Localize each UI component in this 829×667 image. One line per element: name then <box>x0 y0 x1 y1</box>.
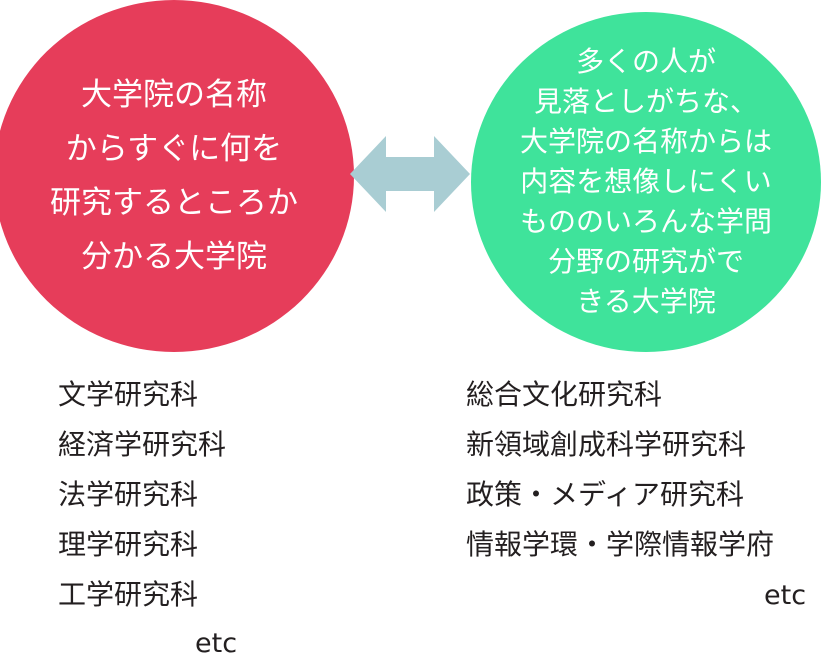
list-item: 法学研究科 <box>58 478 199 511</box>
right-etc-label: etc <box>764 580 807 611</box>
right-circle-line: もののいろんな学問 <box>519 205 772 238</box>
list-item: 新領域創成科学研究科 <box>466 428 747 461</box>
right-circle-line: きる大学院 <box>576 285 716 318</box>
list-item: 工学研究科 <box>58 578 199 611</box>
right-circle-line: 多くの人が <box>575 45 716 78</box>
right-circle-line: 分野の研究がで <box>547 245 744 278</box>
right-school-list: 総合文化研究科 新領域創成科学研究科 政策・メディア研究科 情報学環・学際情報学… <box>466 372 774 572</box>
left-school-list: 文学研究科 経済学研究科 法学研究科 理学研究科 工学研究科 <box>58 372 226 622</box>
double-arrow-icon <box>350 136 470 212</box>
list-item: 理学研究科 <box>58 528 199 561</box>
right-circle-line: 大学院の名称からは <box>519 125 772 158</box>
left-circle-line: 研究するところか <box>50 185 298 221</box>
list-item: 総合文化研究科 <box>466 378 663 411</box>
left-circle-line: からすぐに何を <box>65 131 283 167</box>
list-item: 情報学環・学際情報学府 <box>466 528 775 561</box>
list-item: 文学研究科 <box>58 378 199 411</box>
right-circle: 多くの人が 見落としがちな、 大学院の名称からは 内容を想像しにくい もののいろ… <box>471 12 821 352</box>
list-item: 経済学研究科 <box>58 428 227 461</box>
left-circle-line: 大学院の名称 <box>81 77 267 113</box>
right-circle-line: 内容を想像しにくい <box>520 165 772 198</box>
left-circle: 大学院の名称 からすぐに何を 研究するところか 分かる大学院 <box>0 0 354 352</box>
right-circle-line: 見落としがちな、 <box>533 85 758 118</box>
left-circle-line: 分かる大学院 <box>81 239 267 275</box>
left-etc-label: etc <box>195 628 238 659</box>
list-item: 政策・メディア研究科 <box>466 478 745 511</box>
